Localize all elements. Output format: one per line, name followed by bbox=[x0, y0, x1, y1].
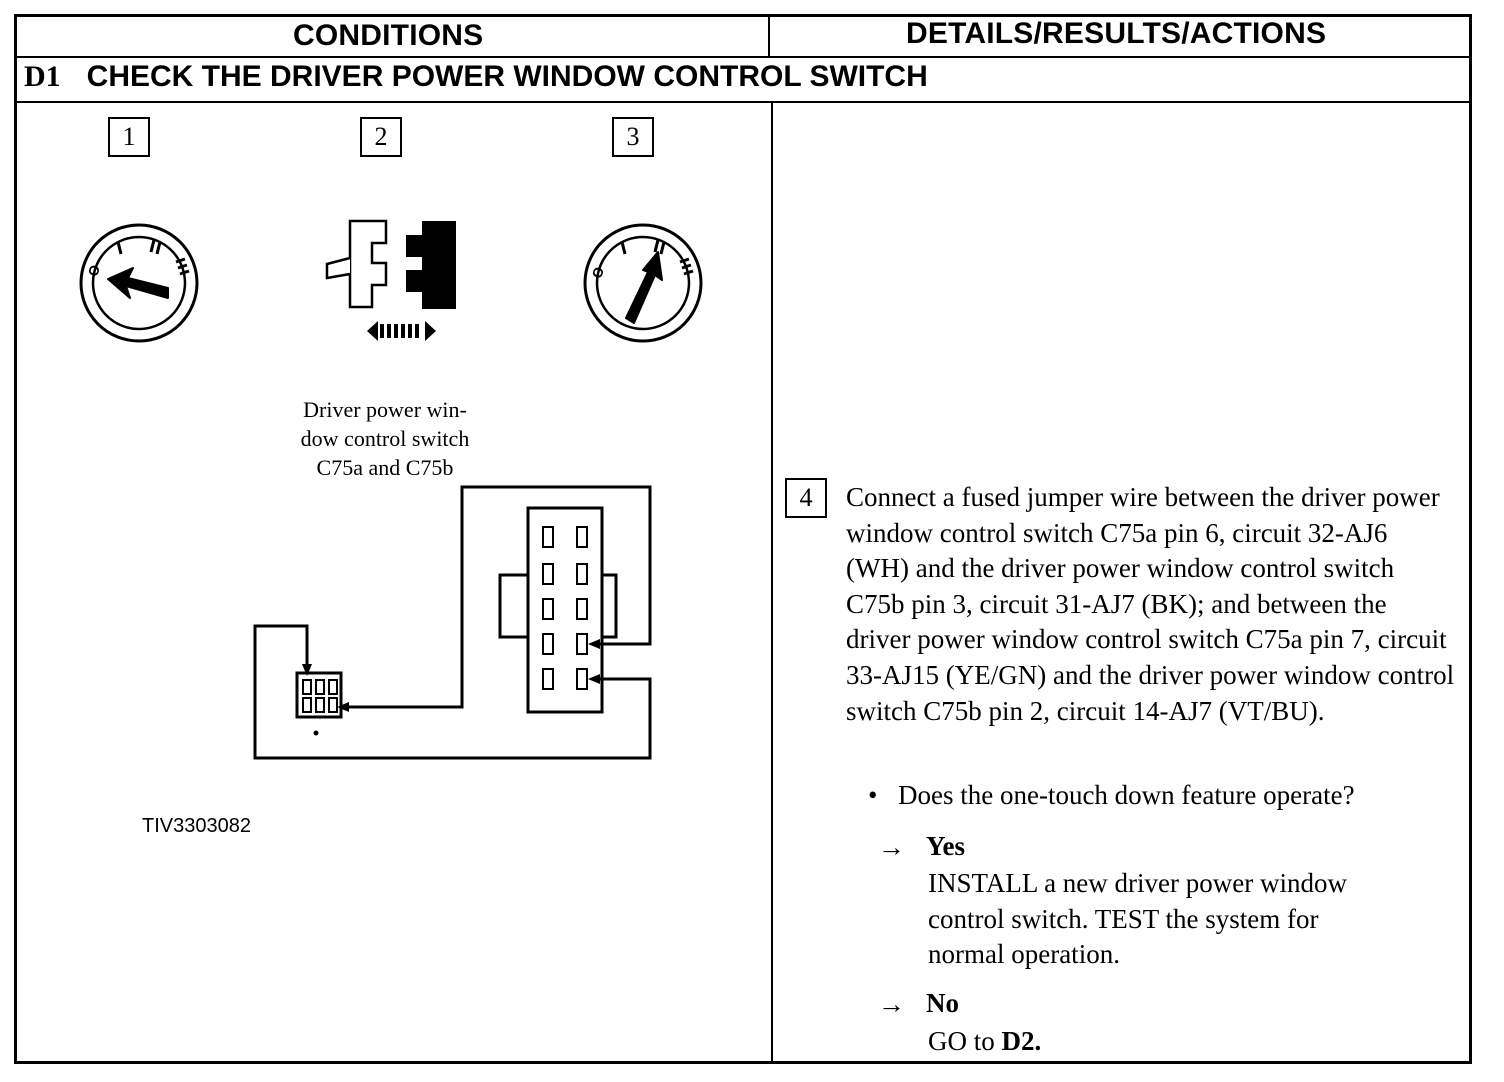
caption-line: dow control switch bbox=[300, 426, 470, 451]
yes-action-line: control switch. TEST the system for bbox=[928, 903, 1319, 934]
body-column-divider bbox=[771, 102, 773, 1064]
step-box-2: 2 bbox=[360, 117, 402, 157]
question-text: Does the one-touch down feature operate? bbox=[898, 780, 1355, 810]
no-arrow-icon: → bbox=[878, 989, 905, 1019]
step-title: D1 CHECK THE DRIVER POWER WINDOW CONTROL … bbox=[24, 60, 928, 94]
no-action-target: D2. bbox=[1001, 1026, 1042, 1056]
connector-pins bbox=[302, 526, 588, 713]
step-box-3: 3 bbox=[612, 117, 654, 157]
conditions-illustration: O O bbox=[79, 219, 703, 760]
yes-label: Yes bbox=[926, 831, 965, 861]
question-item: • Does the one-touch down feature operate… bbox=[868, 780, 1355, 811]
caption-line: Driver power win- bbox=[303, 397, 467, 422]
title-divider bbox=[14, 101, 1472, 103]
step-number: D1 bbox=[24, 60, 61, 93]
conditions-header: CONDITIONS bbox=[293, 19, 484, 52]
caption-line: C75a and C75b bbox=[316, 455, 454, 480]
no-action-prefix: GO to bbox=[928, 1026, 1002, 1056]
yes-action: INSTALL a new driver power window contro… bbox=[928, 866, 1448, 973]
bullet-mark: • bbox=[868, 780, 878, 810]
step-title-text: CHECK THE DRIVER POWER WINDOW CONTROL SW… bbox=[86, 60, 928, 93]
connector-disconnect-icon bbox=[325, 219, 456, 341]
ignition-run-icon: O bbox=[583, 223, 703, 343]
procedure-table bbox=[14, 14, 1472, 1064]
header-divider bbox=[14, 56, 1472, 58]
wiring-diagram bbox=[253, 485, 652, 760]
no-action: GO to D2. bbox=[928, 1024, 1448, 1060]
header-column-divider bbox=[768, 14, 770, 57]
svg-text:O: O bbox=[588, 265, 607, 281]
yes-action-line: INSTALL a new driver power window bbox=[928, 868, 1347, 898]
figure-id: TIV3303082 bbox=[142, 815, 251, 837]
details-header: DETAILS/RESULTS/ACTIONS bbox=[906, 17, 1327, 50]
yes-action-line: normal operation. bbox=[928, 939, 1120, 970]
ignition-off-icon: O bbox=[79, 223, 199, 343]
step-box-4: 4 bbox=[785, 478, 827, 518]
figure-caption: Driver power win- dow control switch C75… bbox=[280, 395, 490, 482]
step-box-1: 1 bbox=[108, 117, 150, 157]
probe-tips bbox=[302, 639, 600, 736]
ignition-mark-off: O bbox=[84, 263, 103, 279]
no-label: No bbox=[926, 988, 959, 1018]
yes-arrow-icon: → bbox=[878, 832, 905, 862]
instruction-text: Connect a fused jumper wire between the … bbox=[846, 482, 1455, 726]
